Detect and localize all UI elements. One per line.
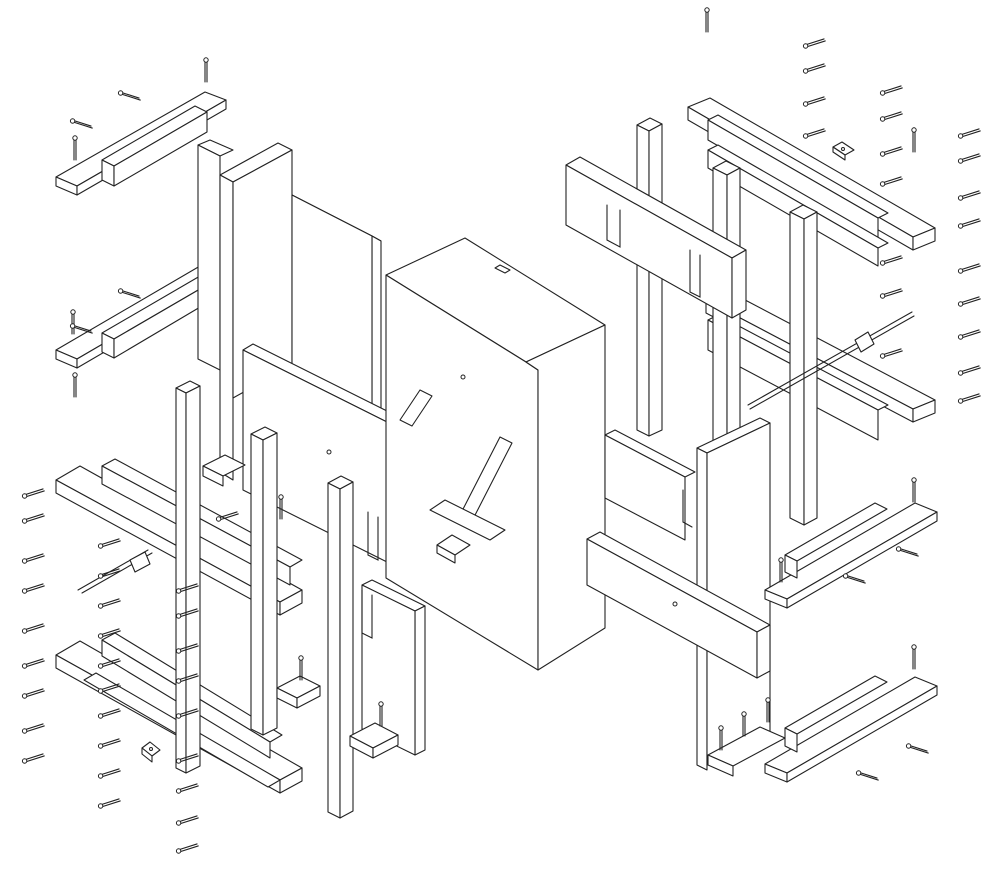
screw xyxy=(957,296,981,307)
screw xyxy=(97,738,121,749)
screw xyxy=(175,673,199,684)
cross-bracket xyxy=(399,389,513,564)
t-beam xyxy=(565,156,747,319)
screw xyxy=(175,643,199,654)
mid-left-rail xyxy=(55,265,222,369)
tall-back-board-2 xyxy=(219,142,293,481)
screw xyxy=(175,708,199,719)
screw xyxy=(957,263,981,274)
washer-top-right xyxy=(832,141,855,161)
right-post-3 xyxy=(789,204,818,526)
screw xyxy=(21,623,45,634)
screw xyxy=(957,190,981,201)
screw xyxy=(97,683,121,694)
screw xyxy=(97,538,121,549)
screw xyxy=(97,768,121,779)
screw xyxy=(842,573,866,584)
right-tall-board xyxy=(696,417,771,771)
screw xyxy=(117,90,141,101)
washer-bottom-left xyxy=(141,741,161,763)
right-frame xyxy=(565,97,938,783)
screw xyxy=(802,96,826,107)
left-post-3 xyxy=(327,475,354,819)
upper-right-rail-a xyxy=(687,97,936,251)
screw xyxy=(175,783,199,794)
screw xyxy=(957,393,981,404)
screw xyxy=(175,815,199,826)
screw xyxy=(97,708,121,719)
lower-right-rail-b xyxy=(707,675,938,783)
lower-right-rail-a xyxy=(764,502,938,609)
screw xyxy=(879,111,903,122)
screw xyxy=(879,146,903,157)
center-cabinet xyxy=(385,237,606,671)
screw xyxy=(203,57,209,83)
screw xyxy=(21,488,45,499)
screw xyxy=(97,568,121,579)
screw xyxy=(117,288,141,299)
left-frame xyxy=(55,91,426,819)
screw xyxy=(741,711,747,737)
screw xyxy=(97,798,121,809)
screw xyxy=(911,644,917,670)
screw xyxy=(765,697,771,723)
screw xyxy=(21,583,45,594)
screw xyxy=(911,477,917,503)
screw xyxy=(69,118,93,129)
right-inner-panel xyxy=(604,429,696,541)
screw xyxy=(69,323,93,334)
screw xyxy=(378,701,384,727)
screw xyxy=(70,309,76,335)
screw xyxy=(21,513,45,524)
screw xyxy=(911,127,917,153)
screw xyxy=(21,553,45,564)
upper-right-rail-b xyxy=(707,144,889,267)
screw xyxy=(175,583,199,594)
small-lower-board xyxy=(361,579,426,756)
screw xyxy=(957,128,981,139)
screw xyxy=(278,494,284,520)
screw xyxy=(298,655,304,681)
screw xyxy=(97,598,121,609)
screw xyxy=(72,372,78,398)
screw xyxy=(778,557,784,583)
screw xyxy=(879,255,903,266)
screw xyxy=(175,608,199,619)
screw xyxy=(72,135,78,161)
fasteners xyxy=(21,7,981,854)
small-blocks xyxy=(202,454,399,759)
screw xyxy=(879,85,903,96)
screw xyxy=(21,658,45,669)
screw xyxy=(905,743,929,754)
top-left-rail xyxy=(55,91,227,196)
screw xyxy=(802,63,826,74)
screw xyxy=(879,176,903,187)
screw xyxy=(957,365,981,376)
screw xyxy=(97,658,121,669)
screw xyxy=(855,770,879,781)
screw xyxy=(97,628,121,639)
screw xyxy=(21,723,45,734)
screw xyxy=(879,348,903,359)
left-post-2 xyxy=(250,426,278,736)
screw xyxy=(704,7,710,33)
screw xyxy=(21,753,45,764)
screw xyxy=(175,843,199,854)
screw xyxy=(175,753,199,764)
screw xyxy=(957,153,981,164)
screw xyxy=(957,329,981,340)
side-panel xyxy=(291,194,382,411)
front-crossbar xyxy=(586,531,771,679)
screw xyxy=(802,38,826,49)
screw xyxy=(215,511,239,522)
screw xyxy=(802,128,826,139)
screw xyxy=(895,546,919,557)
screw xyxy=(21,688,45,699)
screw xyxy=(718,725,724,751)
screw xyxy=(957,218,981,229)
screw xyxy=(879,288,903,299)
